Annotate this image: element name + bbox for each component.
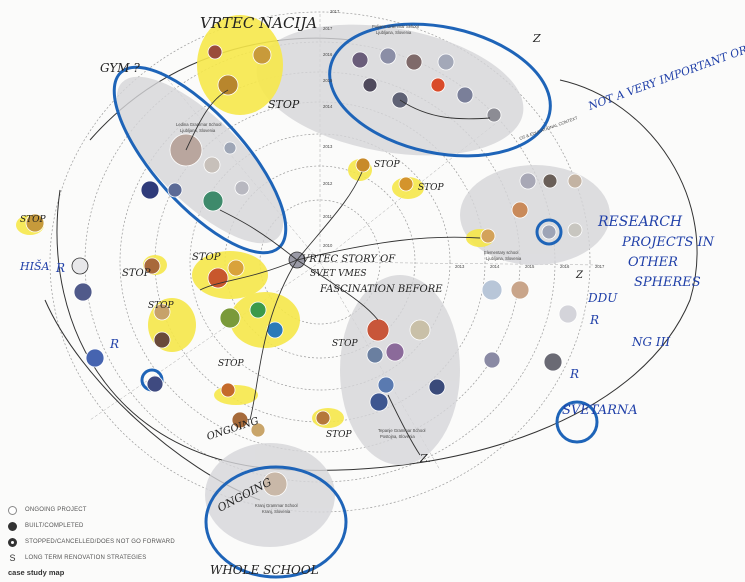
hisa-annotation: HIŠA (19, 259, 49, 273)
svg-text:Ljubljana, Slovenia: Ljubljana, Slovenia (376, 30, 412, 35)
svg-text:2013: 2013 (455, 264, 465, 269)
ng-annotation: NG III (631, 335, 670, 349)
svg-text:Ljubljana, Slovenia: Ljubljana, Slovenia (180, 128, 216, 133)
legend-item: STOPPED/CANCELLED/DOES NOT GO FORWARD (8, 534, 208, 550)
r-mark: R (55, 261, 65, 275)
svg-text:2011: 2011 (323, 214, 333, 219)
year-labels-right: 2013 2014 2015 2016 2017 (455, 264, 605, 269)
vrtec-annotation: VRTEC NACIJA (200, 14, 317, 32)
legend-item: ONGOING PROJECT (8, 502, 208, 518)
svg-text:Kranj, Slovenia: Kranj, Slovenia (262, 509, 291, 514)
svg-text:2014: 2014 (323, 104, 333, 109)
svg-text:Tepanje Grammar School: Tepanje Grammar School (378, 428, 426, 433)
stop-annotation: STOP (20, 215, 47, 225)
svg-text:Poljane Grammar School: Poljane Grammar School (372, 24, 419, 29)
svg-text:2015: 2015 (525, 264, 535, 269)
z-annotation: Z. (419, 452, 431, 465)
research-annotation: RESEARCH (597, 214, 683, 230)
r-mark: R (589, 313, 599, 327)
svetarna-annotation: SVETARNA (562, 403, 638, 418)
year-labels-left: 2017 2016 2015 2014 2013 2012 2011 2010 (323, 26, 333, 248)
research-annotation: SPHERES (634, 275, 701, 290)
built-marker-icon (8, 521, 17, 531)
svg-text:2016: 2016 (560, 264, 570, 269)
svg-text:2017: 2017 (595, 264, 605, 269)
stop-annotation: STOP (332, 339, 359, 349)
gym-annotation: GYM ? (100, 61, 140, 75)
blue-outlines (112, 22, 599, 579)
svg-text:2010: 2010 (323, 243, 333, 248)
stop-annotation: STOP (418, 183, 445, 193)
stop-annotation: STOP (192, 252, 221, 263)
svg-text:Ledina Grammar School: Ledina Grammar School (176, 122, 221, 127)
research-annotation: PROJECTS IN (621, 235, 715, 250)
svg-text:Ljubljana, Slovenia: Ljubljana, Slovenia (486, 256, 522, 261)
stopped-marker-icon (8, 537, 17, 547)
svg-text:2012: 2012 (323, 181, 333, 186)
caption: case study map (8, 568, 65, 577)
legend-item: S LONG TERM RENOVATION STRATEGIES (9, 552, 147, 563)
research-annotation: OTHER (628, 255, 678, 270)
stop-annotation: STOP (326, 430, 353, 440)
project-nodes (25, 44, 583, 497)
center-annotation: VRTEC STORY OF (302, 254, 396, 265)
z-annotation: Z (532, 32, 541, 45)
stop-annotation: STOP (148, 301, 175, 311)
center-annotation: SVET VMES (310, 269, 367, 279)
svg-text:Kranj Grammar School: Kranj Grammar School (255, 503, 298, 508)
legend-item: BUILT/COMPLETED (8, 518, 208, 534)
ddu-annotation: DDU (587, 291, 618, 305)
stop-annotation: STOP (122, 268, 151, 279)
center-annotation: FASCINATION BEFORE (319, 284, 443, 295)
r-mark: R (569, 367, 579, 381)
strategy-marker-icon: S (9, 552, 16, 563)
svg-text:2016: 2016 (323, 52, 333, 57)
stop-annotation: STOP (374, 160, 401, 170)
not-important-annotation: NOT A VERY IMPORTANT OR IS IT? (586, 31, 745, 114)
stop-annotation: STOP (218, 359, 245, 369)
svg-text:2017: 2017 (323, 26, 333, 31)
connection-arrows (185, 89, 491, 456)
ongoing-marker-icon (8, 505, 17, 515)
svg-text:Postojna, Slovenia: Postojna, Slovenia (380, 434, 415, 439)
svg-text:2015: 2015 (323, 78, 333, 83)
svg-text:2013: 2013 (323, 144, 333, 149)
z-annotation: Z (575, 270, 584, 281)
svg-text:2014: 2014 (490, 264, 500, 269)
year-top-label: 2017 (330, 9, 340, 14)
r-mark: R (109, 337, 119, 351)
stop-annotation: STOP (268, 98, 300, 111)
whole-school-annotation: WHOLE SCHOOL (210, 563, 319, 577)
svg-text:Elementary school: Elementary school (484, 250, 519, 255)
legend: ONGOING PROJECT BUILT/COMPLETED STOPPED/… (8, 502, 208, 566)
